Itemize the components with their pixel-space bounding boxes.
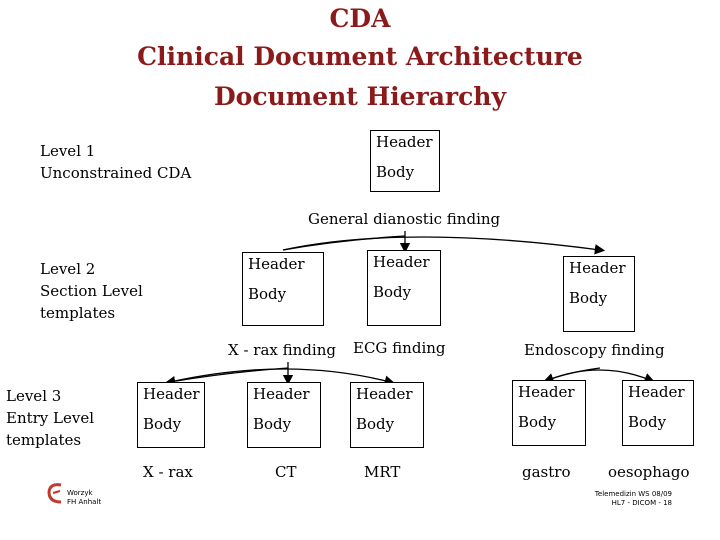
entry-caption-mrt: MRT bbox=[364, 463, 401, 481]
section-box-endoscopy: Header Body bbox=[563, 256, 635, 332]
section-caption-endoscopy: Endoscopy finding bbox=[524, 341, 665, 359]
slide-footer-info: Telemedizin WS 08/09 HL7 - DICOM - 18 bbox=[594, 490, 672, 507]
level1-root-label: General dianostic finding bbox=[308, 210, 501, 228]
level1-label: Level 1 Unconstrained CDA bbox=[40, 142, 192, 182]
section-box-ecg: Header Body bbox=[367, 250, 441, 326]
title-line-1: CDA bbox=[329, 4, 391, 33]
level3-label: Level 3 Entry Level templates bbox=[6, 387, 95, 449]
entry-box-ct: Header Body bbox=[247, 382, 321, 448]
title-line-3: Document Hierarchy bbox=[213, 82, 507, 111]
level1-cda-box: Header Body bbox=[370, 130, 440, 192]
level2-label: Level 2 Section Level templates bbox=[40, 260, 143, 322]
logo-text: Worzyk FH Anhalt bbox=[67, 489, 102, 506]
entry-box-mrt: Header Body bbox=[350, 382, 424, 448]
entry-box-gastro: Header Body bbox=[512, 380, 586, 446]
section-caption-ecg: ECG finding bbox=[353, 339, 446, 357]
logo-icon bbox=[47, 483, 62, 504]
entry-caption-gastro: gastro bbox=[522, 463, 571, 481]
entry-caption-xrax: X - rax bbox=[143, 463, 193, 481]
title-line-2: Clinical Document Architecture bbox=[137, 42, 583, 71]
entry-box-oesophago: Header Body bbox=[622, 380, 694, 446]
entry-caption-oesophago: oesophago bbox=[608, 463, 690, 481]
section-box-xrax: Header Body bbox=[242, 252, 324, 326]
section-caption-xrax: X - rax finding bbox=[228, 341, 336, 359]
entry-box-xrax: Header Body bbox=[137, 382, 205, 448]
entry-caption-ct: CT bbox=[275, 463, 297, 481]
